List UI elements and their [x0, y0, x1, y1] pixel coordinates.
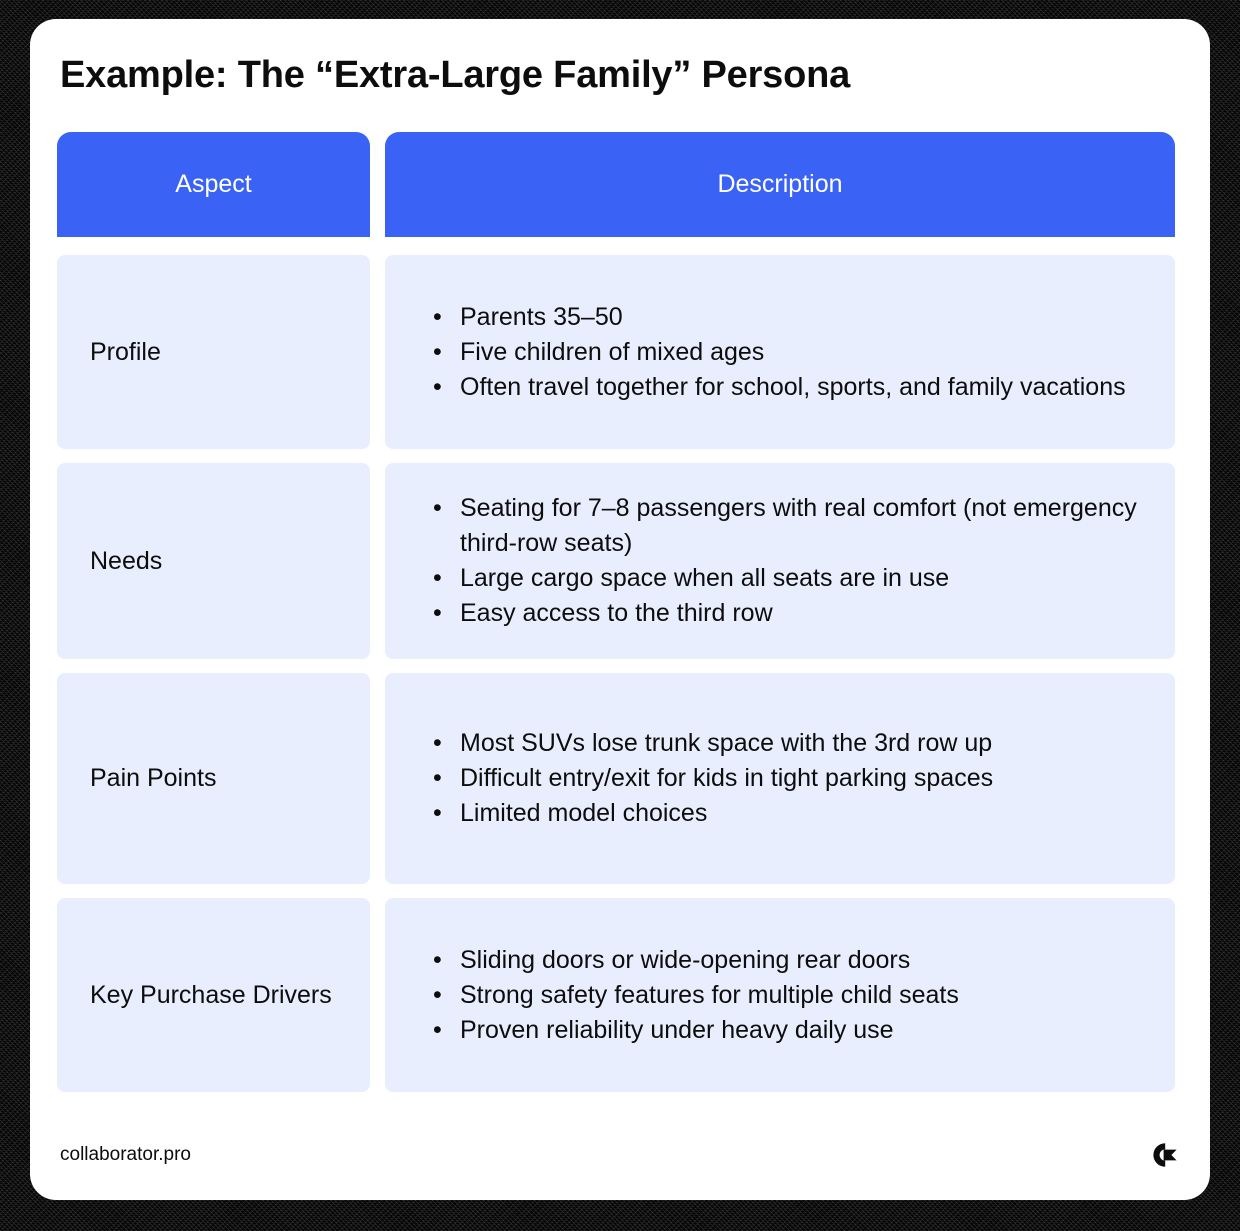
list-item: Five children of mixed ages [433, 335, 1145, 370]
table-cell-description: Most SUVs lose trunk space with the 3rd … [385, 673, 1175, 884]
card-footer: collaborator.pro [60, 1138, 1180, 1172]
list-item: Proven reliability under heavy daily use [433, 1013, 1145, 1048]
list-item: Seating for 7–8 passengers with real com… [433, 491, 1145, 561]
list-item: Difficult entry/exit for kids in tight p… [433, 761, 1145, 796]
table-header-row: Aspect Description [57, 132, 1175, 237]
table-row: Pain Points Most SUVs lose trunk space w… [57, 673, 1175, 884]
table-cell-aspect: Needs [57, 463, 370, 659]
table-cell-aspect: Pain Points [57, 673, 370, 884]
list-item: Strong safety features for multiple chil… [433, 978, 1145, 1013]
table-row: Needs Seating for 7–8 passengers with re… [57, 463, 1175, 659]
collaborator-logo-icon [1150, 1140, 1180, 1170]
list-item: Often travel together for school, sports… [433, 370, 1145, 405]
list-item: Large cargo space when all seats are in … [433, 561, 1145, 596]
table-cell-description: Seating for 7–8 passengers with real com… [385, 463, 1175, 659]
bullet-list: Seating for 7–8 passengers with real com… [433, 491, 1145, 631]
persona-table: Aspect Description Profile Parents 35–50… [57, 132, 1175, 1106]
bullet-list: Sliding doors or wide-opening rear doors… [433, 943, 1145, 1048]
table-row: Key Purchase Drivers Sliding doors or wi… [57, 898, 1175, 1092]
table-header-description: Description [385, 132, 1175, 237]
content-card: Example: The “Extra-Large Family” Person… [30, 19, 1210, 1200]
list-item: Easy access to the third row [433, 596, 1145, 631]
page-title: Example: The “Extra-Large Family” Person… [60, 54, 851, 96]
aspect-label: Key Purchase Drivers [90, 980, 332, 1009]
list-item: Limited model choices [433, 796, 1145, 831]
list-item: Parents 35–50 [433, 300, 1145, 335]
table-cell-description: Parents 35–50 Five children of mixed age… [385, 255, 1175, 449]
list-item: Most SUVs lose trunk space with the 3rd … [433, 726, 1145, 761]
table-header-aspect: Aspect [57, 132, 370, 237]
bullet-list: Most SUVs lose trunk space with the 3rd … [433, 726, 1145, 831]
table-cell-aspect: Profile [57, 255, 370, 449]
aspect-label: Pain Points [90, 764, 217, 792]
list-item: Sliding doors or wide-opening rear doors [433, 943, 1145, 978]
aspect-label: Profile [90, 337, 161, 366]
site-name: collaborator.pro [60, 1144, 191, 1165]
bullet-list: Parents 35–50 Five children of mixed age… [433, 300, 1145, 405]
table-cell-aspect: Key Purchase Drivers [57, 898, 370, 1092]
aspect-label: Needs [90, 546, 163, 575]
table-row: Profile Parents 35–50 Five children of m… [57, 255, 1175, 449]
table-cell-description: Sliding doors or wide-opening rear doors… [385, 898, 1175, 1092]
